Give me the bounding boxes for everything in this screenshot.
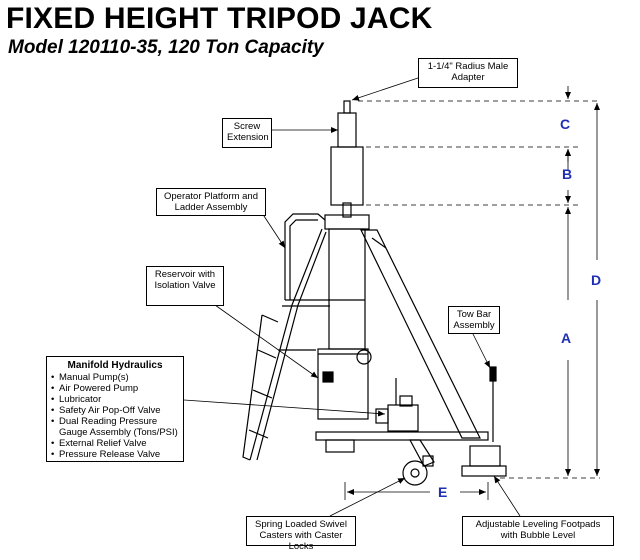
callout-tow-bar: Tow Bar Assembly [448, 306, 500, 334]
manifold-list: Manual Pump(s) Air Powered Pump Lubricat… [51, 372, 179, 460]
callout-reservoir: Reservoir with Isolation Valve [146, 266, 224, 306]
diagram-subtitle: Model 120110-35, 120 Ton Capacity [8, 37, 324, 58]
screw-extension [337, 112, 357, 148]
jack-body [242, 100, 507, 486]
base-frame [315, 431, 489, 441]
manifold-item: Lubricator [51, 394, 179, 405]
manifold-item: Safety Air Pop-Off Valve [51, 405, 179, 416]
leader-lines [183, 77, 521, 517]
dimension-label-a: A [561, 330, 572, 346]
callout-footpads: Adjustable Leveling Footpads with Bubble… [462, 516, 614, 546]
dimension-label-d: D [591, 272, 602, 288]
callout-operator-platform: Operator Platform and Ladder Assembly [156, 188, 266, 216]
callout-adapter: 1-1/4" Radius Male Adapter [418, 58, 518, 88]
manifold-block [387, 404, 419, 432]
manifold-hydraulics-box: Manifold Hydraulics Manual Pump(s) Air P… [46, 356, 184, 462]
dimension-label-b: B [562, 166, 573, 182]
manifold-item: Air Powered Pump [51, 383, 179, 394]
callout-screw-extension: Screw Extension [222, 118, 272, 148]
pressure-gauge [356, 349, 372, 365]
dimension-label-e: E [438, 484, 448, 500]
dimension-label-c: C [560, 116, 571, 132]
leveling-footpad [469, 445, 501, 467]
manifold-item: Dual Reading Pressure Gauge Assembly (To… [51, 416, 179, 438]
swivel-caster [402, 460, 428, 486]
manifold-title: Manifold Hydraulics [67, 360, 163, 371]
main-cylinder [328, 228, 366, 350]
dimension-lines [344, 86, 600, 500]
reservoir-box [317, 348, 369, 420]
diagram-title: FIXED HEIGHT TRIPOD JACK [6, 2, 433, 35]
manifold-item: External Relief Valve [51, 438, 179, 449]
callout-casters: Spring Loaded Swivel Casters with Caster… [246, 516, 356, 552]
right-leg [360, 229, 481, 439]
manifold-item: Pressure Release Valve [51, 449, 179, 460]
manifold-item: Manual Pump(s) [51, 372, 179, 383]
upper-cylinder [330, 146, 364, 206]
adapter-tip [343, 100, 351, 114]
